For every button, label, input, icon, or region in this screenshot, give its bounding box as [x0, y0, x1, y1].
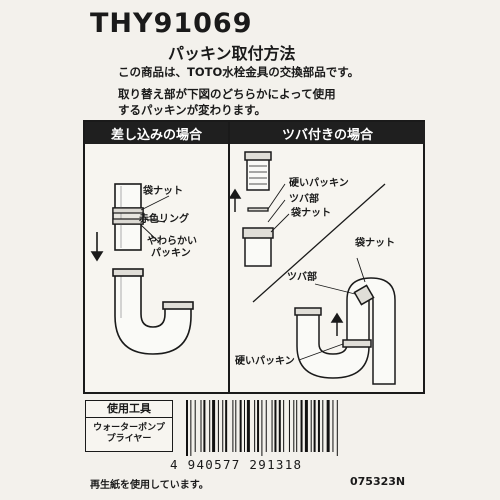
installation-diagram: 差し込みの場合 ツバ付きの場合 [83, 120, 425, 394]
barcode-bar [283, 400, 285, 452]
barcode-bar [274, 400, 277, 452]
pipe-drawings [90, 151, 396, 385]
barcode-bar [300, 400, 303, 452]
right-up-arrow-icon [330, 312, 344, 336]
barcode-bar [326, 400, 330, 452]
label-flange-upper: ツバ部 [289, 194, 319, 205]
barcode-bar [194, 400, 196, 452]
right-upper-pipe [244, 151, 272, 191]
barcode-bar [304, 400, 308, 452]
label-hard-packing-upper: 硬いパッキン [289, 178, 349, 189]
label-hard-packing-lower: 硬いパッキン [235, 356, 295, 367]
barcode-bar [332, 400, 334, 452]
page-title: パッキン取付方法 [168, 44, 296, 63]
barcode [186, 400, 338, 456]
barcode-bar [261, 400, 263, 456]
right-j-trap [294, 277, 396, 385]
barcode-bar [203, 400, 206, 452]
right-lower-stub [242, 227, 274, 267]
barcode-bar [322, 400, 324, 452]
label-nut-left: 袋ナット [143, 186, 183, 197]
barcode-bar [271, 400, 273, 452]
left-nut-icon [112, 207, 144, 225]
left-panel-heading: 差し込みの場合 [85, 122, 228, 144]
barcode-number: 4 940577 291318 [170, 457, 303, 472]
barcode-bar [235, 400, 237, 452]
barcode-bar [313, 400, 316, 452]
product-code: THY91069 [90, 8, 253, 39]
right-panel-heading: ツバ付きの場合 [230, 122, 425, 144]
barcode-bar [232, 400, 234, 452]
instruction-text: 取り替え部が下図のどちらかによって使用 するパッキンが変わります。 [118, 86, 418, 118]
left-leaders [140, 195, 170, 243]
barcode-bar [310, 400, 312, 452]
barcode-bar [246, 400, 250, 452]
diagonal-separator [252, 183, 386, 303]
right-lower-leaders [298, 257, 366, 361]
right-upper-leaders [267, 183, 290, 233]
barcode-bar [265, 400, 267, 452]
tools-item-line-2: プライヤー [106, 434, 152, 444]
barcode-bar [254, 400, 256, 452]
barcode-bar [296, 400, 298, 452]
barcode-bar [278, 400, 281, 452]
barcode-bar [293, 400, 295, 452]
label-soft-packing-2: パッキン [151, 248, 191, 259]
barcode-bar [257, 400, 260, 452]
barcode-bar [317, 400, 320, 452]
tools-item: ウォーターポンプ プライヤー [86, 418, 172, 445]
barcode-bar [186, 400, 188, 456]
label-soft-packing-1: やわらかい [147, 236, 197, 247]
tools-heading: 使用工具 [86, 401, 172, 418]
left-j-trap [112, 268, 194, 355]
down-arrow-icon [90, 232, 104, 262]
barcode-bar [222, 400, 224, 452]
part-number: 075323N [350, 475, 406, 488]
label-red-ring: 赤色リング [139, 214, 189, 225]
barcode-bar [200, 400, 202, 452]
barcode-bar [225, 400, 228, 452]
panel-divider [228, 122, 230, 394]
label-flange-lower: ツバ部 [287, 272, 317, 283]
tools-item-line-1: ウォーターポンプ [93, 423, 165, 433]
barcode-bar [239, 400, 242, 452]
hard-packing-upper-icon [247, 207, 269, 212]
barcode-bar [288, 400, 290, 452]
barcode-bar [209, 400, 211, 452]
notice-text: この商品は、TOTO水栓金具の交換部品です。 [118, 65, 360, 79]
instruction-line-2: するパッキンが変わります。 [118, 103, 267, 117]
barcode-bar [244, 400, 245, 452]
instruction-line-1: 取り替え部が下図のどちらかによって使用 [118, 87, 336, 101]
label-nut-upper: 袋ナット [291, 208, 331, 219]
barcode-bar [212, 400, 216, 452]
label-nut-lower: 袋ナット [355, 238, 395, 249]
recycled-paper-note: 再生紙を使用しています。 [90, 480, 209, 491]
barcode-bar [217, 400, 219, 452]
barcode-bar [336, 400, 338, 456]
barcode-bar [190, 400, 192, 456]
up-arrow-icon [228, 188, 242, 212]
tools-box: 使用工具 ウォーターポンプ プライヤー [85, 400, 173, 452]
